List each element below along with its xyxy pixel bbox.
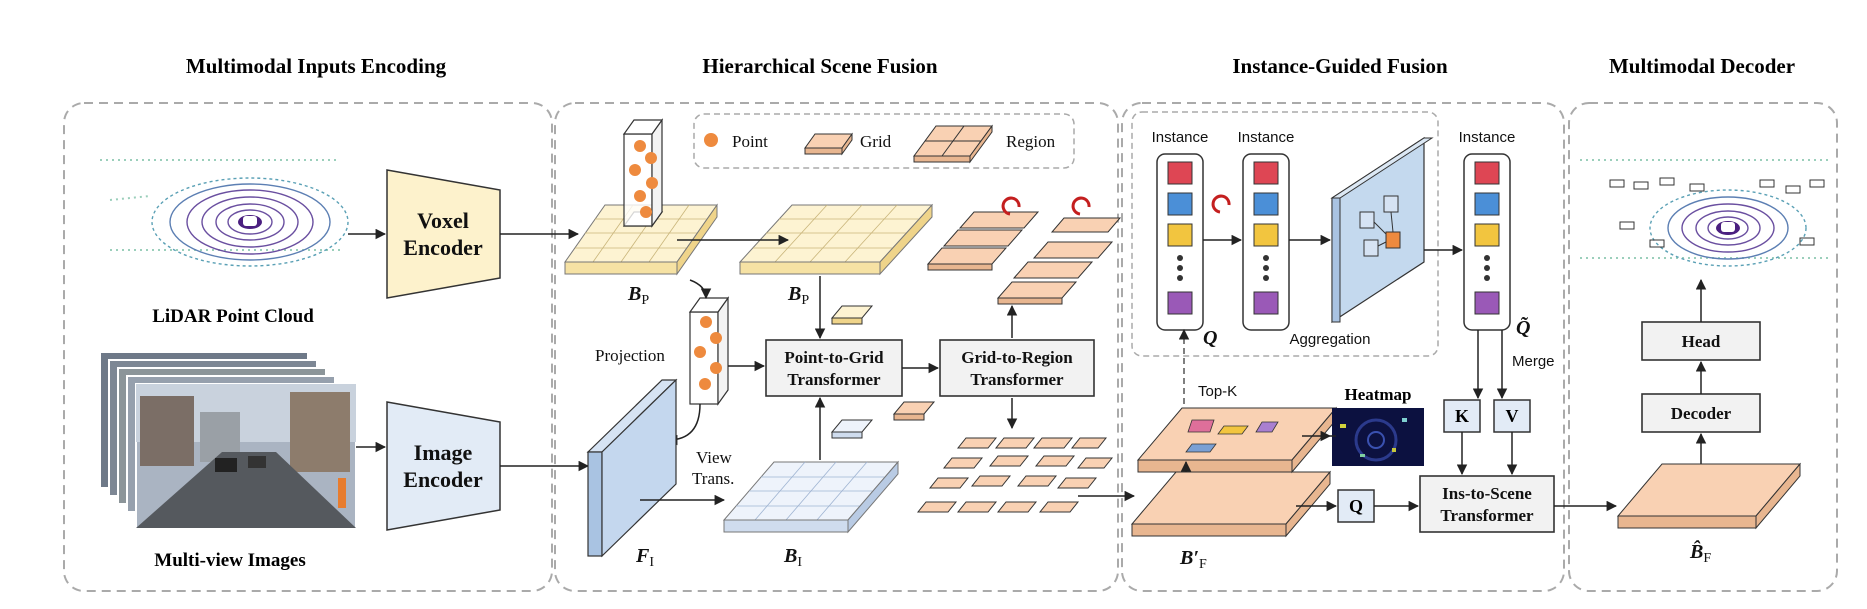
legend-grid-label: Grid [860,132,892,151]
p2g-transformer [765,339,903,397]
head-label: Head [1682,332,1721,351]
bp-right-label: BP [787,283,809,308]
bp-grid-right [738,203,934,276]
p2g-label-2: Transformer [787,370,881,389]
lidar-point-cloud-image [100,159,349,267]
image-encoder [386,401,501,531]
voxel-encoder [386,169,501,299]
hsf-panel [554,102,1119,592]
bp-left-label: BP [627,283,649,308]
bi-label: BI [783,545,802,570]
topk-label: Top-K [1198,383,1237,400]
legend-region-icon [913,124,993,164]
decoder-box [1641,393,1761,433]
k-box-label: K [1455,406,1469,426]
image-encoder-label-1: Image [414,440,473,465]
projection-label: Projection [595,346,665,365]
decoder-label: Decoder [1671,404,1732,423]
merge-label: Merge [1512,353,1555,370]
image-encoder-label-2: Encoder [403,467,483,492]
point-pillar-top [622,118,664,228]
multi-view-images [99,351,357,529]
section-title-igf: Instance-Guided Fusion [1232,54,1448,78]
q-box-label: Q [1349,496,1363,516]
refresh-icon-1 [1001,196,1021,216]
g2r-transformer [939,339,1095,397]
instance-label-1: Instance [1152,129,1209,146]
bf-hat-plane [1616,462,1802,530]
decoded-point-cloud-image [1580,159,1830,267]
legend-box [693,113,1075,169]
point-pillar-projected [688,296,730,406]
head-box [1641,321,1761,361]
aggregation-label: Aggregation [1290,331,1371,348]
legend-point-icon [704,133,718,147]
v-box [1493,399,1531,433]
q-label-1: Q [1203,327,1217,349]
ins2scene-transformer [1419,475,1555,533]
grid-tile-upper [830,305,874,325]
igf-panel [1121,102,1565,592]
fi-label: FI [635,545,654,570]
heatmap-image [1332,408,1424,466]
bf-prime-planes [1130,406,1338,538]
section-title-hsf: Hierarchical Scene Fusion [702,54,938,78]
q-box [1337,489,1375,523]
lidar-label: LiDAR Point Cloud [152,306,314,327]
region-blocks-upper [926,211,1122,305]
ins2scene-label-2: Transformer [1440,506,1534,525]
q-tilde-label: Q̃ [1516,316,1530,339]
images-label: Multi-view Images [154,550,305,571]
legend-point-label: Point [732,132,768,151]
legend-grid-icon [804,132,853,156]
instance-label-2: Instance [1238,129,1295,146]
g2r-label-2: Transformer [970,370,1064,389]
view-trans-label-2: Trans. [692,469,734,488]
v-box-label: V [1506,406,1519,426]
decoder-panel [1568,102,1838,592]
bf-prime-label: B′F [1179,547,1207,572]
grid-blocks-lower [916,437,1114,513]
instance-label-3: Instance [1459,129,1516,146]
legend-region-label: Region [1006,132,1056,151]
view-trans-label-1: View [696,448,733,467]
region-tile-small [892,401,936,421]
refresh-icon-2 [1071,196,1091,216]
aggregation-panel [1131,111,1439,357]
p2g-label-1: Point-to-Grid [784,348,884,367]
fi-feature-map [586,378,678,558]
refresh-icon-3 [1211,194,1231,214]
bf-hat-label: B̂F [1689,539,1711,566]
g2r-label-1: Grid-to-Region [961,348,1073,367]
voxel-encoder-label-2: Encoder [403,235,483,260]
grid-tile-lower [830,419,874,439]
aggregation-block [1330,136,1434,324]
heatmap-label: Heatmap [1344,385,1411,404]
section-title-inputs: Multimodal Inputs Encoding [186,54,447,78]
section-title-decoder: Multimodal Decoder [1609,54,1795,78]
voxel-encoder-label-1: Voxel [417,208,469,233]
ins2scene-label-1: Ins-to-Scene [1442,484,1532,503]
bi-grid [722,460,900,534]
